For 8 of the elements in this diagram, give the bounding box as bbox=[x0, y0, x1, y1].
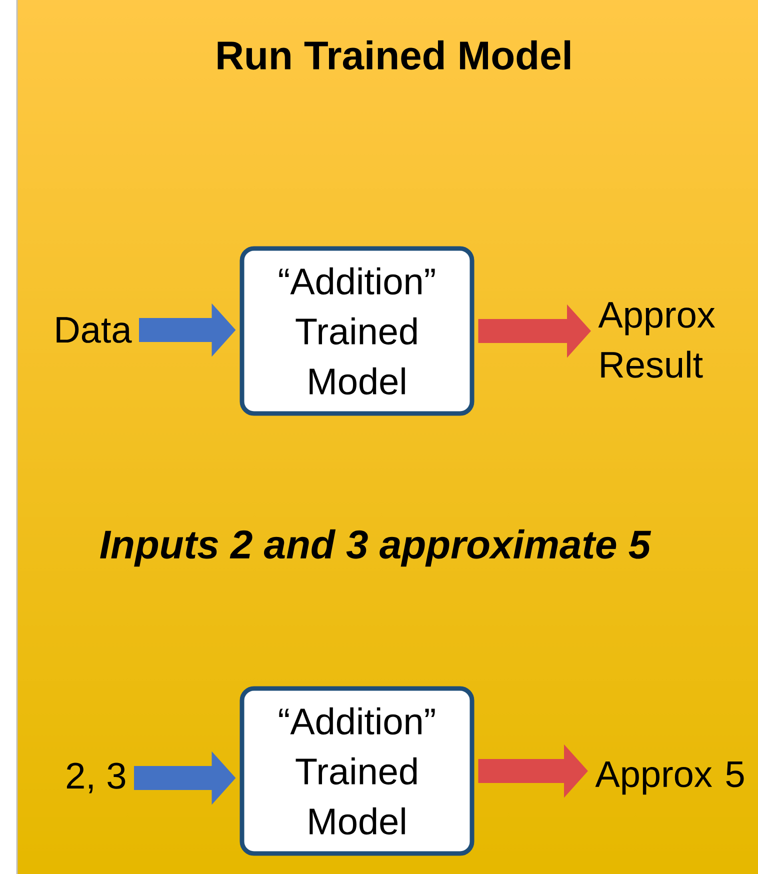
caption: Inputs 2 and 3 approximate 5 bbox=[100, 529, 652, 567]
output-label: Approx 5 bbox=[595, 761, 744, 795]
title: Run Trained Model bbox=[218, 40, 570, 70]
model-box: “Addition” Trained Model bbox=[240, 686, 474, 856]
model-box: “Addition” Trained Model bbox=[240, 246, 474, 416]
input-label: 2, 3 bbox=[66, 762, 126, 794]
input-label: Data bbox=[56, 317, 132, 343]
output-label: Approx Result bbox=[598, 302, 716, 378]
